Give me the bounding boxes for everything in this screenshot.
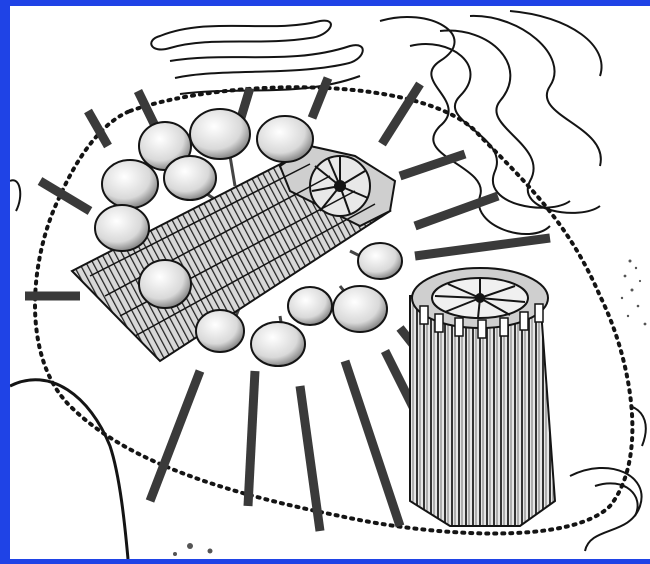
centriole-vertical	[410, 268, 555, 526]
centrosome-illustration	[10, 6, 650, 559]
illustration-panel	[10, 6, 650, 559]
cell-membrane-arc	[10, 380, 128, 559]
